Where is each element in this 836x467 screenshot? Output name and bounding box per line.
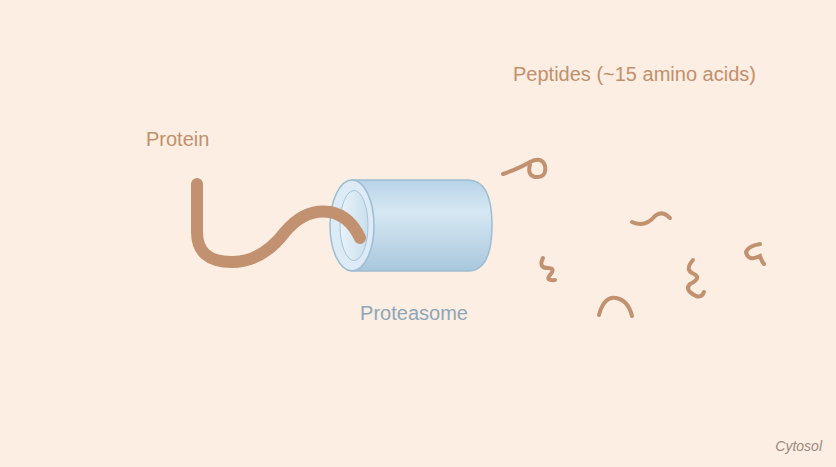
region-label: Cytosol	[775, 438, 822, 454]
protein-chain	[197, 184, 360, 262]
part-label: Peptides (~15 amino acids)	[513, 63, 756, 86]
part-label: Proteasome	[360, 302, 468, 325]
part-label: Protein	[146, 128, 209, 151]
peptide-fragments	[503, 160, 764, 316]
